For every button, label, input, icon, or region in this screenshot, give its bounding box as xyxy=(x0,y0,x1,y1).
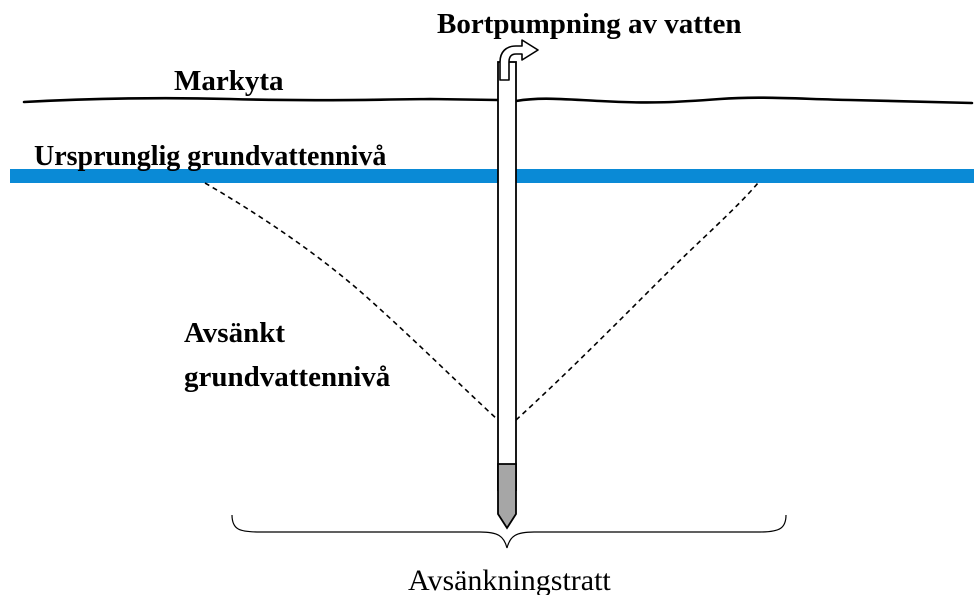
lowered-groundwater-level-curve xyxy=(204,182,759,421)
pumping-label: Bortpumpning av vatten xyxy=(437,8,742,40)
well-filter xyxy=(497,463,517,530)
drawdown-cone-brace xyxy=(231,514,787,549)
ground-surface-label: Markyta xyxy=(174,65,284,97)
ground-surface-line xyxy=(22,96,974,105)
well-pipe xyxy=(497,61,517,491)
drawdown-cone-label: Avsänkningstratt xyxy=(408,564,611,595)
pumping-arrow-icon xyxy=(499,39,539,81)
lowered-groundwater-level-label-line1: Avsänkt xyxy=(184,317,285,349)
original-groundwater-level-label: Ursprunglig grundvattennivå xyxy=(34,141,386,172)
lowered-groundwater-level-label-line2: grundvattennivå xyxy=(184,361,391,393)
original-groundwater-level-line xyxy=(10,169,974,183)
